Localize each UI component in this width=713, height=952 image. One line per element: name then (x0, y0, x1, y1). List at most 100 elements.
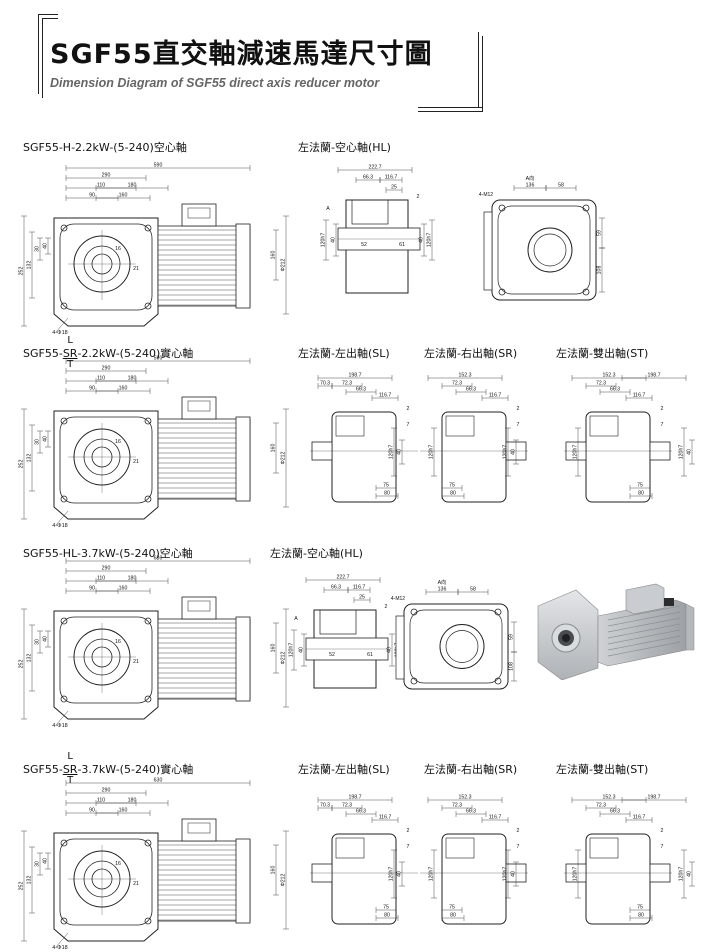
dimension-label: 2 (661, 828, 664, 834)
dimension-label: 72.3 (452, 381, 462, 387)
terminal-box (181, 203, 217, 227)
dimension-label: 290 (102, 566, 111, 572)
gearbox-flange (59, 616, 153, 704)
dimension-label: 120h7 (321, 233, 327, 248)
section-4-view-st: 左法蘭-雙出軸(ST) (556, 763, 649, 776)
dimension-label: 75 (449, 483, 455, 489)
dimension-label: A向 (526, 174, 535, 182)
mounting-hole (582, 288, 590, 296)
dimension-label: 136 (438, 587, 447, 593)
dimension-label: 116.7 (353, 585, 366, 591)
dimension-label: 120h7 (429, 445, 435, 460)
dimension-label: 160 (271, 866, 277, 875)
mounting-hole (144, 695, 152, 703)
dimension-label: 222.7 (337, 575, 350, 581)
dimension-label: 40 (687, 449, 693, 455)
dimension-label: 80 (450, 913, 456, 919)
dimension-label: 40 (43, 243, 49, 249)
dimension-label: 90 (89, 386, 95, 392)
dimension-label: 21 (133, 659, 139, 665)
dimension-label: Φ212 (281, 873, 287, 886)
dimension-label: 160 (119, 586, 128, 592)
dimension-label: 120h7 (389, 867, 395, 882)
dimension-label: 52 (329, 652, 335, 658)
mounting-hole (60, 495, 68, 503)
mounting-hole (410, 608, 418, 616)
dimension-label: 70.3 (320, 803, 330, 809)
terminal-box (181, 396, 217, 420)
dimension-label: 630 (154, 778, 163, 784)
dimension-label: 7 (661, 844, 664, 850)
section-1-view-hl: 左法蘭-空心軸(HL) (298, 141, 391, 154)
dimension-label: 30 (35, 439, 41, 445)
dimension-label: 66.3 (466, 809, 476, 815)
motor-end-cover (235, 838, 251, 924)
dimension-label: 590 (154, 356, 163, 362)
dimension-label: 21 (133, 881, 139, 887)
bolt-label: 4-M12 (391, 596, 405, 602)
dimension-label: 75 (637, 483, 643, 489)
dimension-label: 252 (19, 882, 25, 891)
gearbox-flange (59, 838, 153, 926)
dimension-label: 40 (419, 237, 425, 243)
dimension-label: 252 (19, 267, 25, 276)
dimension-label: 66.3 (356, 387, 366, 393)
motor-end-cover (235, 616, 251, 702)
dimension-label: 25 (359, 595, 365, 601)
section-2-view-sl: 左法蘭-左出軸(SL) (298, 347, 390, 360)
dimension-label: 132 (27, 876, 33, 885)
dimension-label: 30 (35, 246, 41, 252)
mounting-hole (60, 839, 68, 847)
mounting-hole (60, 224, 68, 232)
dimension-label: 160 (271, 444, 277, 453)
dimension-label: 72.3 (452, 803, 462, 809)
dimension-label: 152.3 (603, 373, 616, 379)
bolt-label: 4-M12 (479, 192, 493, 198)
dimension-label: 160 (119, 386, 128, 392)
terminal-box (181, 596, 217, 620)
dimension-label: 40 (43, 636, 49, 642)
mounting-hole (498, 204, 506, 212)
mounting-hole (60, 302, 68, 310)
bolt-label: 4-Φ18 (52, 523, 67, 529)
dimension-label: 7 (517, 422, 520, 428)
dimension-label: 72.3 (342, 381, 352, 387)
mounting-hole (144, 302, 152, 310)
flange-plate (491, 199, 597, 301)
dimension-label: 7 (407, 844, 410, 850)
dimension-label: 80 (638, 913, 644, 919)
dimension-label: 110 (97, 576, 105, 582)
dimension-label: 21 (133, 459, 139, 465)
dimension-label: 2 (661, 406, 664, 412)
dimension-label: 61 (367, 652, 373, 658)
dimension-label: 120h7 (389, 445, 395, 460)
mounting-hole (498, 288, 506, 296)
dimension-label: 30 (35, 639, 41, 645)
dimension-label: 198.7 (648, 373, 661, 379)
section-2-view-st: 左法蘭-雙出軸(ST) (556, 347, 649, 360)
dimension-label: 75 (449, 905, 455, 911)
dimension-label: 152.3 (459, 373, 472, 379)
gearbox-housing (53, 217, 159, 327)
dimension-label: 116.7 (489, 393, 502, 399)
dimension-label: 40 (43, 436, 49, 442)
dimension-label: 80 (384, 913, 390, 919)
dimension-label: 75 (637, 905, 643, 911)
bolt-label: 4-Φ18 (52, 330, 67, 336)
mounting-hole (60, 417, 68, 425)
motor-body (157, 225, 251, 307)
section-4-view-sr: 左法蘭-右出軸(SR) (424, 763, 518, 776)
motor-body (157, 840, 251, 922)
title-frame (38, 14, 486, 112)
dimension-label: A (294, 616, 298, 622)
dimension-label: 66.3 (610, 809, 620, 815)
dimension-label: 120h7 (427, 233, 433, 248)
